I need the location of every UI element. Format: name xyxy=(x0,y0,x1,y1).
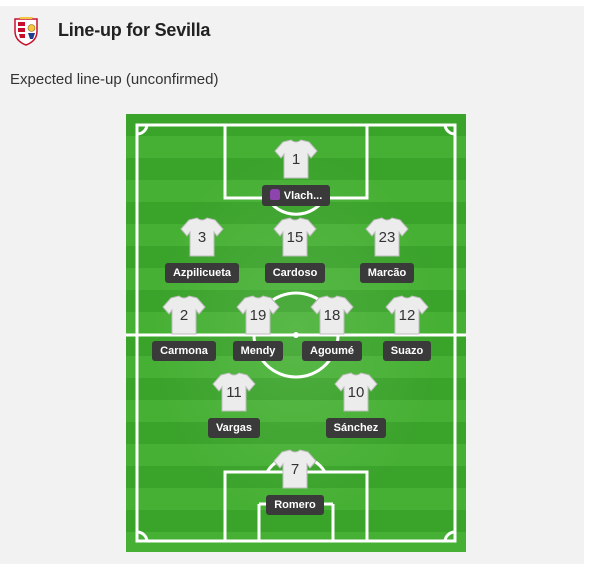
shirt-number: 18 xyxy=(323,307,341,324)
player-name: Suazo xyxy=(382,341,432,361)
shirt-icon: 15 xyxy=(273,217,317,257)
player-name: Vargas xyxy=(207,418,261,438)
shirt-icon: 3 xyxy=(180,217,224,257)
player-name: Agoumé xyxy=(302,341,362,361)
player-10[interactable]: 10 Sánchez xyxy=(316,372,396,438)
lineup-card: Line-up for Sevilla Expected line-up (un… xyxy=(0,6,584,564)
player-name: Mendy xyxy=(232,341,284,361)
player-11[interactable]: 11 Vargas xyxy=(194,372,274,438)
player-7[interactable]: 7 Romero xyxy=(255,449,335,515)
club-crest-icon xyxy=(14,17,38,46)
player-18[interactable]: 18 Agoumé xyxy=(292,295,372,361)
player-name: Sánchez xyxy=(325,418,387,438)
player-name: Romero xyxy=(266,495,324,515)
shirt-number: 3 xyxy=(197,229,207,246)
player-19[interactable]: 19 Mendy xyxy=(218,295,298,361)
shirt-number: 10 xyxy=(347,384,365,401)
player-name: Carmona xyxy=(152,341,216,361)
shirt-icon: 18 xyxy=(310,295,354,335)
player-name: Cardoso xyxy=(264,263,326,283)
player-23[interactable]: 23 Marcão xyxy=(347,217,427,283)
football-pitch: 1 Vlach... 3 Azpilicueta 15 Cardoso 23 M xyxy=(126,114,466,552)
player-name: Vlach... xyxy=(283,190,323,202)
shirt-icon: 2 xyxy=(162,295,206,335)
shirt-icon: 19 xyxy=(236,295,280,335)
lineup-status: Expected line-up (unconfirmed) xyxy=(10,71,219,88)
shirt-number: 11 xyxy=(226,384,242,401)
shirt-icon: 1 xyxy=(274,139,318,179)
player-2[interactable]: 2 Carmona xyxy=(144,295,224,361)
player-name-label: Vlach... xyxy=(261,185,331,206)
player-3[interactable]: 3 Azpilicueta xyxy=(162,217,242,283)
shirt-number: 23 xyxy=(378,229,396,246)
player-name: Marcão xyxy=(359,263,415,283)
shirt-number: 7 xyxy=(290,461,300,478)
player-15[interactable]: 15 Cardoso xyxy=(255,217,335,283)
shirt-icon: 7 xyxy=(273,449,317,489)
player-12[interactable]: 12 Suazo xyxy=(367,295,447,361)
page-title: Line-up for Sevilla xyxy=(58,20,211,40)
shirt-number: 15 xyxy=(286,229,304,246)
shirt-icon: 10 xyxy=(334,372,378,412)
shirt-number: 19 xyxy=(249,307,267,324)
shirt-number: 12 xyxy=(398,307,416,324)
shirt-icon: 23 xyxy=(365,217,409,257)
shirt-icon: 12 xyxy=(385,295,429,335)
goalkeeper-glove-icon xyxy=(269,189,280,200)
shirt-number: 1 xyxy=(291,151,301,168)
shirt-icon: 11 xyxy=(212,372,256,412)
player-1[interactable]: 1 Vlach... xyxy=(256,139,336,206)
player-name: Azpilicueta xyxy=(164,263,240,283)
shirt-number: 2 xyxy=(179,307,189,324)
